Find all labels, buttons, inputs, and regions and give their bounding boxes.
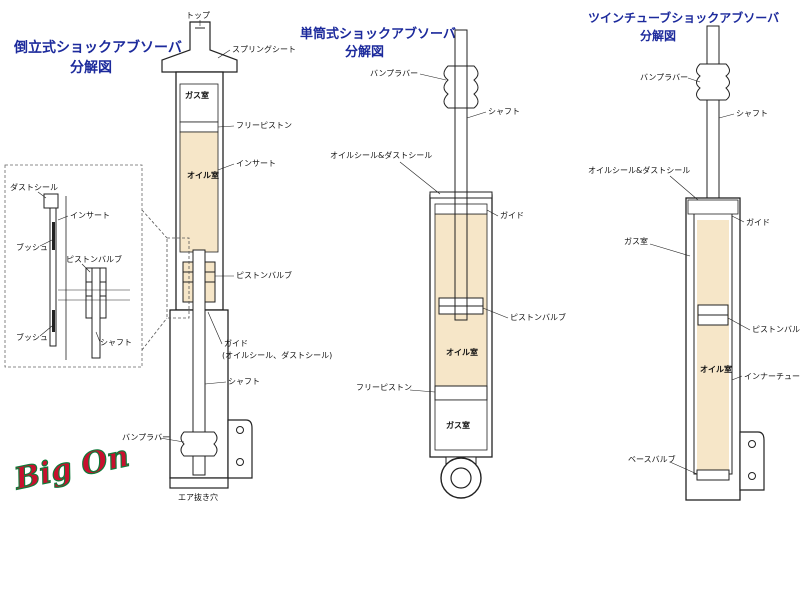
inverted-shock-diagram: 倒立式ショックアブソーバ 分解図 ガス室 オイル室 トップ スプリ (13, 11, 332, 502)
detail-label-bush-top: ブッシュ (16, 242, 48, 252)
twin-title-line2: 分解図 (640, 28, 676, 43)
twin-bracket (739, 431, 765, 491)
inverted-label-spring-seat: スプリングシート (232, 44, 296, 54)
detail-label-insert: インサート (70, 211, 110, 220)
mono-free-piston (434, 385, 488, 401)
twin-label-base-valve: ベースバルブ (628, 454, 676, 464)
inverted-gas-label: ガス室 (185, 90, 209, 100)
twin-label-guide: ガイド (746, 217, 770, 227)
inverted-title-line1: 倒立式ショックアブソーバ (13, 39, 182, 56)
mono-shock-diagram: 単筒式ショックアブソーバ 分解図 オイル室 ガス室 バンプラバー シャフト オイ… (300, 26, 566, 499)
inverted-bump-rubber (180, 431, 218, 457)
inverted-label-bump-rubber: バンプラバー (122, 433, 170, 442)
inverted-label-air-hole: エア抜き穴 (178, 492, 218, 502)
twin-base-valve (696, 469, 730, 481)
mono-label-oil-dust-seal: オイルシール&ダストシール (330, 150, 432, 160)
mono-label-guide: ガイド (500, 210, 524, 220)
twin-label-gas: ガス室 (624, 236, 648, 246)
mono-title-line1: 単筒式ショックアブソーバ (300, 26, 456, 42)
inverted-top-cap (161, 21, 238, 73)
mono-label-free-piston: フリーピストン (356, 383, 412, 392)
mono-bump-rubber (443, 65, 479, 109)
mono-label-bump-rubber: バンプラバー (370, 69, 418, 78)
inverted-oil-chamber (179, 131, 219, 253)
inverted-oil-label: オイル室 (187, 170, 219, 180)
inverted-detail-inset: ダストシール インサート ブッシュ ピストンバルブ ブッシュ シャフト (4, 164, 143, 368)
twin-label-inner-tube: インナーチューブ (744, 371, 800, 381)
twin-bump-rubber (696, 63, 730, 101)
mono-title-line2: 分解図 (345, 44, 384, 60)
inverted-label-shaft: シャフト (228, 377, 260, 386)
inverted-free-piston (179, 121, 219, 133)
inverted-label-guide: ガイド (224, 338, 248, 348)
inverted-label-piston-valve: ピストンバルブ (236, 270, 292, 280)
twin-oil-label: オイル室 (700, 364, 732, 374)
inverted-bracket (227, 419, 253, 479)
logo-text: Big On (10, 439, 132, 498)
inverted-shaft (192, 249, 206, 476)
inverted-label-top: トップ (186, 11, 210, 20)
mono-label-shaft: シャフト (488, 107, 520, 116)
twin-oil-chamber (697, 220, 729, 472)
mono-gas-label: ガス室 (446, 420, 470, 430)
twin-label-bump-rubber: バンプラバー (640, 73, 688, 82)
twin-label-oil-dust-seal: オイルシール&ダストシール (588, 165, 690, 175)
detail-label-bush-bottom: ブッシュ (16, 332, 48, 342)
twin-label-shaft: シャフト (736, 109, 768, 118)
twin-label-piston-valve: ピストンバルブ (752, 324, 800, 334)
mono-label-piston-valve: ピストンバルブ (510, 312, 566, 322)
detail-label-dust-seal: ダストシール (10, 182, 58, 192)
inverted-title-line2: 分解図 (70, 59, 112, 76)
inverted-label-insert: インサート (236, 159, 276, 168)
inverted-label-free-piston: フリーピストン (236, 121, 292, 130)
big-on-logo: Big On (10, 438, 133, 498)
detail-label-piston-valve: ピストンバルブ (66, 254, 122, 264)
twin-title-line1: ツインチューブショックアブソーバ (588, 10, 779, 25)
detail-label-shaft: シャフト (100, 338, 132, 347)
inverted-label-guide-sub: (オイルシール、ダストシール) (222, 350, 332, 360)
mono-oil-label: オイル室 (446, 347, 478, 357)
twin-shock-diagram: ツインチューブショックアブソーバ 分解図 オイル室 バンプラバー シャフト オイ… (588, 10, 800, 501)
